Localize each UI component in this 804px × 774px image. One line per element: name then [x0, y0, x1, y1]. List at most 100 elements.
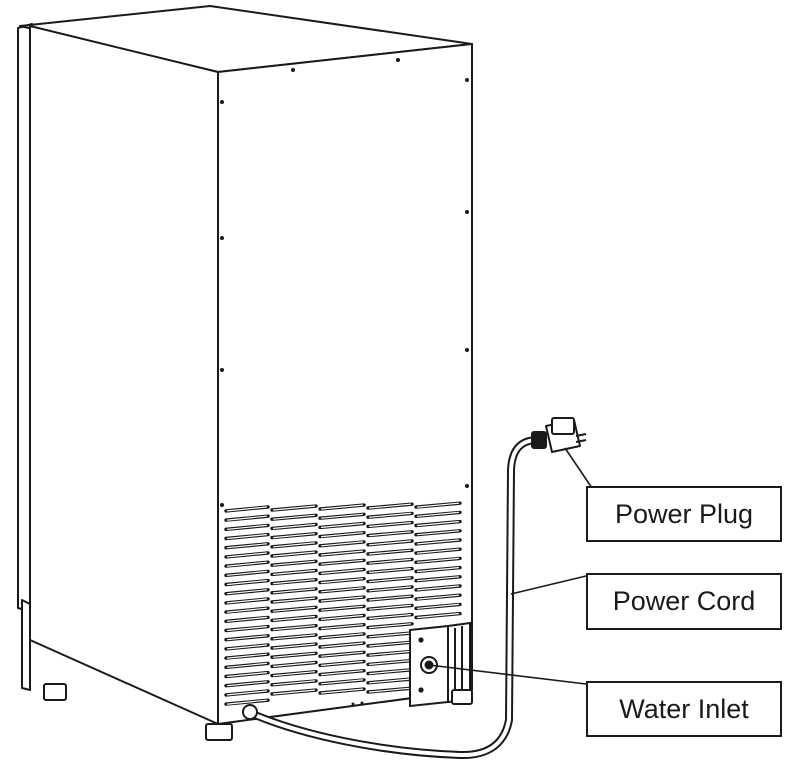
- vent-slot-highlight: [272, 689, 316, 695]
- vent-slot-highlight: [320, 587, 364, 593]
- vent-slot-highlight: [416, 548, 460, 554]
- vent-slot-highlight: [368, 604, 412, 610]
- cabinet-feet: [43, 683, 473, 741]
- vent-slot-highlight: [272, 588, 316, 594]
- vent-slot-highlight: [368, 687, 412, 693]
- vent-slot-highlight: [272, 625, 316, 631]
- vent-slot-highlight: [272, 643, 316, 649]
- vent-slot-highlight: [320, 578, 364, 584]
- vent-slot-highlight: [368, 650, 412, 656]
- vent-slot-highlight: [272, 680, 316, 686]
- vent-slot-highlight: [272, 661, 316, 668]
- vent-slot-highlight: [272, 652, 316, 658]
- vent-slot-highlight: [320, 568, 364, 575]
- screw: [291, 68, 295, 72]
- screw: [465, 484, 469, 488]
- vent-slot-highlight: [226, 616, 268, 622]
- vent-slot-highlight: [368, 632, 412, 638]
- callout-label: Power Cord: [612, 586, 756, 616]
- vent-slot-highlight: [272, 569, 316, 576]
- panel-screws: [220, 58, 469, 507]
- vent-slot-highlight: [320, 596, 364, 602]
- power-cord: [242, 436, 542, 760]
- vent-slot-highlight: [320, 642, 364, 648]
- cabinet-side: [29, 25, 219, 725]
- vent-slot-highlight: [368, 558, 412, 564]
- vent-slot-highlight: [416, 612, 460, 619]
- cabinet-skirt: [21, 599, 31, 691]
- vent-slot-highlight: [320, 559, 364, 565]
- vent-slot-highlight: [272, 606, 316, 612]
- vent-slot-highlight: [320, 660, 364, 667]
- vent-slot-highlight: [272, 533, 316, 539]
- callout-power-plug: Power Plug: [586, 486, 782, 542]
- vent-slot-highlight: [320, 513, 364, 519]
- vent-slot-highlight: [320, 670, 364, 676]
- vent-slot-highlight: [368, 512, 412, 518]
- vent-slot-highlight: [272, 579, 316, 585]
- callout-label: Power Plug: [614, 498, 754, 529]
- foot: [451, 689, 473, 705]
- vent-slot-highlight: [368, 531, 412, 537]
- vent-slot-highlight: [320, 605, 364, 611]
- callout-power-cord: Power Cord: [586, 573, 782, 630]
- vent-slot-highlight: [368, 669, 412, 675]
- screw: [465, 78, 469, 82]
- vent-slot-highlight: [368, 577, 412, 583]
- leader-lines: [428, 447, 593, 685]
- vent-slot-highlight: [368, 549, 412, 555]
- vent-slot-highlight: [320, 504, 364, 510]
- vent-slot-highlight: [226, 644, 268, 650]
- vent-slot-highlight: [368, 623, 412, 629]
- vent-slot-highlight: [416, 530, 460, 536]
- vent-slot-highlight: [226, 561, 268, 567]
- screw: [396, 58, 400, 62]
- dot: [360, 701, 364, 705]
- vent-slot-highlight: [226, 681, 268, 687]
- vent-slot-highlight: [416, 511, 460, 517]
- cord-grommet: [242, 704, 258, 720]
- vent-slot-highlight: [320, 679, 364, 685]
- vent-slot-highlight: [368, 521, 412, 528]
- vent-slot-highlight: [320, 614, 364, 621]
- screw: [220, 100, 224, 104]
- vent-slot-highlight: [226, 635, 268, 641]
- vent-slot-highlight: [226, 598, 268, 604]
- callout-water-inlet: Water Inlet: [586, 681, 782, 737]
- vent-slot-highlight: [416, 603, 460, 609]
- dot: [351, 702, 355, 706]
- screw: [220, 368, 224, 372]
- screw: [220, 236, 224, 240]
- foot: [43, 683, 67, 701]
- bracket-screw: [418, 637, 424, 643]
- vent-slot-highlight: [368, 503, 412, 509]
- vent-slot-highlight: [368, 613, 412, 620]
- vent-slot-highlight: [272, 542, 316, 548]
- vent-slot-highlight: [416, 594, 460, 600]
- foot: [205, 723, 233, 741]
- vent-slot-highlight: [320, 550, 364, 556]
- vent-slot-highlight: [226, 653, 268, 659]
- plug-prong: [575, 433, 587, 437]
- vent-slot-highlight: [320, 633, 364, 639]
- plug-face: [551, 417, 575, 435]
- vent-slot-highlight: [226, 625, 268, 632]
- vent-slot-highlight: [226, 515, 268, 521]
- vent-slot-highlight: [226, 690, 268, 696]
- vent-slot-highlight: [272, 671, 316, 677]
- vent-slot-highlight: [272, 634, 316, 640]
- leader-power-plug: [564, 447, 593, 489]
- screw: [465, 210, 469, 214]
- power-plug-icon: [531, 417, 587, 453]
- vent-slot-highlight: [272, 514, 316, 520]
- vent-slot-highlight: [416, 539, 460, 545]
- leader-water-inlet: [428, 664, 587, 685]
- screw: [465, 348, 469, 352]
- vent-slot-highlight: [226, 671, 268, 678]
- bottom-dots: [351, 701, 364, 706]
- leader-power-cord: [510, 575, 587, 595]
- vent-slot-highlight: [226, 543, 268, 549]
- vent-slot-highlight: [416, 566, 460, 573]
- vent-slot-highlight: [416, 576, 460, 582]
- vent-slot-highlight: [226, 662, 268, 668]
